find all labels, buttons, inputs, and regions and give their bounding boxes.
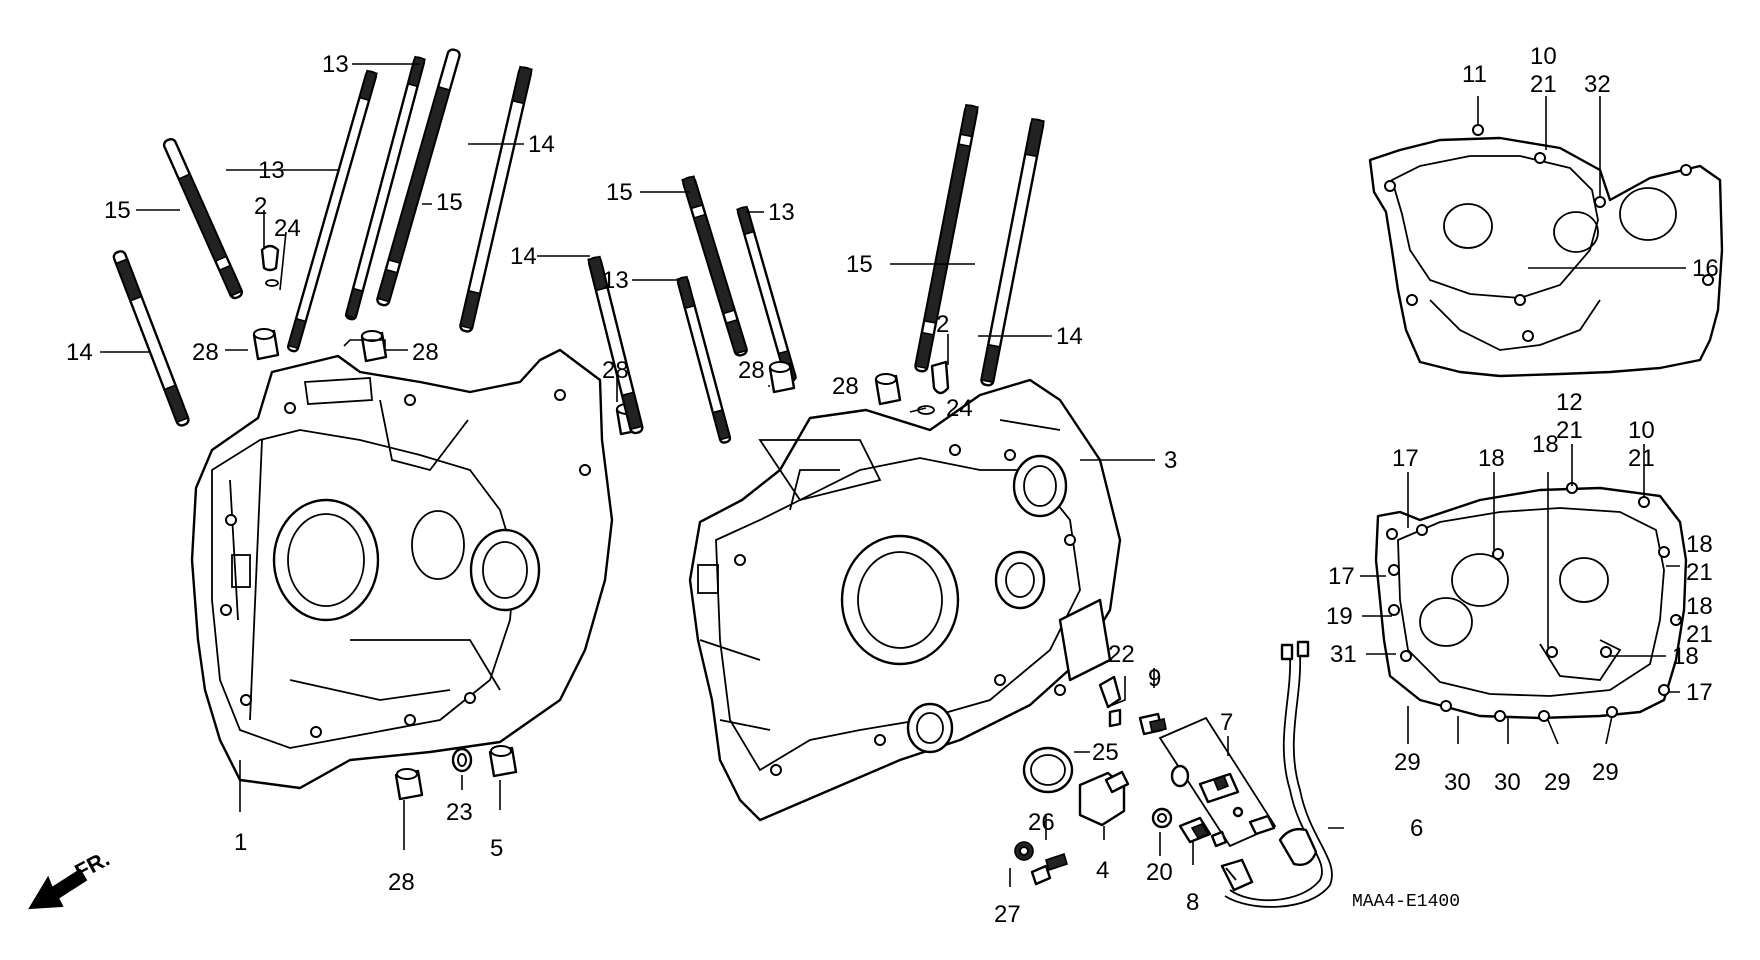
callout-14: 14 <box>66 339 93 366</box>
stud-bolt-15-right <box>914 103 979 373</box>
callout-15: 15 <box>846 251 873 278</box>
callout-13: 13 <box>322 51 349 78</box>
dowel-pins-center <box>768 360 950 415</box>
callout-18: 18 <box>1478 445 1505 472</box>
callout-5: 5 <box>490 835 503 862</box>
callout-18: 18 <box>1686 593 1713 620</box>
upper-cover-gasket <box>1368 124 1724 378</box>
callout-7: 7 <box>1220 709 1233 736</box>
callout-28: 28 <box>738 357 765 384</box>
callout-2: 2 <box>936 311 949 338</box>
callout-17: 17 <box>1686 679 1713 706</box>
callout-24: 24 <box>274 215 301 242</box>
left-crankcase-half <box>190 348 614 790</box>
callout-14: 14 <box>1056 323 1083 350</box>
callout-17: 17 <box>1328 563 1355 590</box>
callout-29: 29 <box>1394 749 1421 776</box>
callout-15: 15 <box>606 179 633 206</box>
callout-9: 9 <box>1148 665 1161 692</box>
callout-27: 27 <box>994 901 1021 928</box>
callout-28: 28 <box>832 373 859 400</box>
callout-28: 28 <box>412 339 439 366</box>
callout-30: 30 <box>1444 769 1471 796</box>
callout-16: 16 <box>1692 255 1719 282</box>
stud-bolt-14-center <box>587 255 644 435</box>
callout-28: 28 <box>388 869 415 896</box>
callout-25: 25 <box>1092 739 1119 766</box>
callout-10: 10 <box>1530 43 1557 70</box>
front-direction-arrow: FR. <box>28 846 114 910</box>
callout-17: 17 <box>1392 445 1419 472</box>
wire-harness <box>1220 640 1333 908</box>
callout-28: 28 <box>192 339 219 366</box>
small-parts-bottom <box>1014 675 1167 886</box>
callout-2: 2 <box>254 193 267 220</box>
stud-bolt-14-left <box>112 250 190 427</box>
callout-labels: 13 13 14 15 15 2 24 14 28 28 15 13 14 13… <box>66 43 1719 928</box>
callout-13: 13 <box>602 267 629 294</box>
leader-lines <box>100 63 1686 887</box>
lower-cover-gasket <box>1374 482 1688 722</box>
callout-23: 23 <box>446 799 473 826</box>
callout-10: 10 <box>1628 417 1655 444</box>
stud-bolts-center <box>587 103 1045 444</box>
callout-18: 18 <box>1672 643 1699 670</box>
callout-1: 1 <box>234 829 247 856</box>
callout-22: 22 <box>1108 641 1135 668</box>
callout-18: 18 <box>1532 431 1559 458</box>
callout-32: 32 <box>1584 71 1611 98</box>
right-crankcase-half <box>688 378 1122 822</box>
callout-31: 31 <box>1330 641 1357 668</box>
stud-bolt-13-left-b <box>344 55 426 321</box>
callout-18: 18 <box>1686 531 1713 558</box>
stud-bolt-15-center-left <box>376 48 461 307</box>
callout-13: 13 <box>258 157 285 184</box>
callout-24: 24 <box>946 395 973 422</box>
diagram-code: MAA4-E1400 <box>1352 892 1460 912</box>
callout-30: 30 <box>1494 769 1521 796</box>
callout-29: 29 <box>1544 769 1571 796</box>
callout-21: 21 <box>1530 71 1557 98</box>
callout-21: 21 <box>1686 559 1713 586</box>
callout-15: 15 <box>104 197 131 224</box>
callout-15: 15 <box>436 189 463 216</box>
callout-3: 3 <box>1164 447 1177 474</box>
stud-bolt-14-upper-left <box>459 65 533 333</box>
callout-4: 4 <box>1096 857 1109 884</box>
callout-11: 11 <box>1462 61 1487 88</box>
callout-14: 14 <box>510 243 537 270</box>
callout-19: 19 <box>1326 603 1353 630</box>
callout-8: 8 <box>1186 889 1199 916</box>
callout-21: 21 <box>1556 417 1583 444</box>
stud-bolt-15-center <box>681 175 748 357</box>
callout-28: 28 <box>602 357 629 384</box>
callout-6: 6 <box>1410 815 1423 842</box>
stud-bolts-left <box>112 48 533 427</box>
callout-14: 14 <box>528 131 555 158</box>
callout-21: 21 <box>1686 621 1713 648</box>
callout-13: 13 <box>768 199 795 226</box>
stud-bolt-15-left <box>162 137 244 300</box>
callout-20: 20 <box>1146 859 1173 886</box>
sensor-group <box>1151 716 1277 848</box>
stud-bolt-13-left-a <box>287 69 378 353</box>
stud-bolt-13-center-b <box>736 205 797 383</box>
callout-29: 29 <box>1592 759 1619 786</box>
callout-12: 12 <box>1556 389 1583 416</box>
stud-bolt-13-center-a <box>676 275 732 444</box>
callout-21: 21 <box>1628 445 1655 472</box>
callout-26: 26 <box>1028 809 1055 836</box>
stud-bolt-14-right <box>980 117 1045 387</box>
